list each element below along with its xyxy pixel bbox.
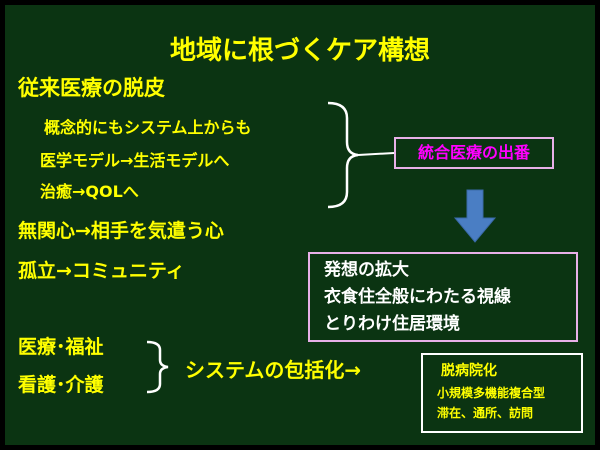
item-nursing-care: 看護･介護 xyxy=(18,374,104,396)
heading-indifference: 無関心→相手を気遣う心 xyxy=(18,220,224,242)
connector-line xyxy=(357,152,395,156)
concept-line-1: 発想の拡大 xyxy=(324,260,409,280)
slide-title: 地域に根づくケア構想 xyxy=(169,36,430,66)
item-cure: 治癒→QOLへ xyxy=(40,182,139,201)
deinst-line-2: 滞在、通所、訪問 xyxy=(437,406,534,420)
system-inclusion-label: システムの包括化→ xyxy=(185,358,362,382)
item-medical-welfare: 医療･福祉 xyxy=(18,336,104,358)
box-deinstitutionalization: 脱病院化 小規模多機能複合型 滞在、通所、訪問 xyxy=(421,353,583,433)
brace-right-lower xyxy=(146,340,169,394)
heading-isolation: 孤立→コミュニティ xyxy=(18,260,185,282)
down-arrow-icon xyxy=(453,189,497,243)
box-integrated-medicine: 統合医療の出番 xyxy=(394,137,554,169)
concept-line-3: とりわけ住居環境 xyxy=(324,314,460,334)
integrated-medicine-label: 統合医療の出番 xyxy=(417,143,530,162)
box-concept-expansion: 発想の拡大 衣食住全般にわたる視線 とりわけ住居環境 xyxy=(308,252,578,342)
concept-line-2: 衣食住全般にわたる視線 xyxy=(324,287,511,307)
deinst-line-1: 小規模多機能複合型 xyxy=(437,386,546,400)
heading-shift-from-medical: 従来医療の脱皮 xyxy=(18,76,165,100)
deinst-title: 脱病院化 xyxy=(441,363,497,379)
item-model: 医学モデル→生活モデルへ xyxy=(40,151,230,170)
brace-right-upper xyxy=(327,101,359,209)
item-concept: 概念的にもシステム上からも xyxy=(44,118,252,137)
